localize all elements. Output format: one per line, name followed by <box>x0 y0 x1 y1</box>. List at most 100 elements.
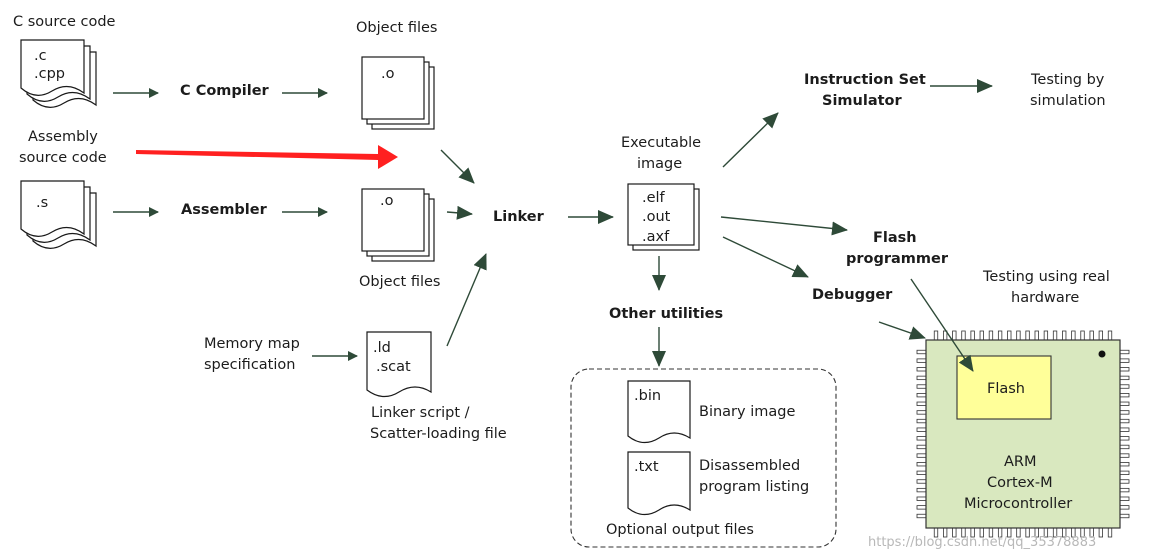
chip-pin <box>916 496 927 501</box>
chip-pin <box>916 393 927 398</box>
chip-pin <box>1080 330 1085 341</box>
binary-image-label: Binary image <box>699 404 795 420</box>
chip-pin <box>916 349 927 355</box>
chip-pin1-dot <box>1098 350 1106 358</box>
memory-map-label-1: Memory map <box>204 336 300 352</box>
memory-map-label-2: specification <box>204 357 295 373</box>
testing-simulation-label-2: simulation <box>1030 93 1106 109</box>
executable-document-icon <box>627 183 700 251</box>
linker-label: Linker <box>493 209 545 225</box>
other-utilities-label: Other utilities <box>609 306 723 322</box>
disassembled-label-1: Disassembled <box>699 458 800 474</box>
cpp-extension: .cpp <box>34 66 65 82</box>
chip-pin <box>916 358 927 363</box>
chip-pins <box>916 330 1130 538</box>
arrow-image-to-debugger <box>722 236 809 278</box>
chip-pin <box>1071 330 1076 341</box>
chip-pin <box>997 330 1003 341</box>
axf-extension: .axf <box>642 229 670 245</box>
chip-pin <box>961 330 966 341</box>
chip-pin <box>1119 418 1130 424</box>
arrow-script-to-linker <box>446 253 487 347</box>
optional-output-box <box>570 368 837 548</box>
ld-extension: .ld <box>373 340 391 356</box>
chip-pin <box>1119 487 1130 493</box>
chip-pin <box>1119 401 1130 406</box>
arm-label-1: ARM <box>1004 454 1037 470</box>
chip-pin <box>916 401 927 406</box>
chip-pin <box>1098 330 1103 341</box>
c-compiler-label: C Compiler <box>180 83 270 99</box>
scat-extension: .scat <box>376 359 411 375</box>
linker-script-document-icon <box>366 331 432 398</box>
chip-pin <box>970 330 975 341</box>
chip-pin <box>916 444 927 450</box>
object-files-top-label: Object files <box>356 20 437 36</box>
arrow-object-top-to-linker <box>440 149 475 184</box>
chip-pin <box>916 462 927 467</box>
object-files-bottom-label: Object files <box>359 274 440 290</box>
debugger-label: Debugger <box>812 287 893 303</box>
arm-label-3: Microcontroller <box>964 496 1072 512</box>
chip-pin <box>916 375 927 381</box>
chip-pin <box>1119 444 1130 450</box>
assembly-source-label-1: Assembly <box>28 129 98 145</box>
arrow-flash-programmer-to-flash <box>910 278 974 372</box>
chip-pin <box>916 479 927 484</box>
chip-pin <box>1007 330 1012 341</box>
arrow-image-to-simulator <box>722 112 779 168</box>
highlight-arrow <box>136 145 398 169</box>
chip-pin <box>916 367 927 372</box>
optional-output-label: Optional output files <box>606 522 754 538</box>
testing-hardware-label-1: Testing using real <box>982 269 1110 285</box>
chip-pin <box>1089 330 1094 341</box>
chip-pin <box>1119 393 1130 398</box>
arrow-debugger-to-chip <box>878 321 926 340</box>
elf-extension: .elf <box>642 190 666 206</box>
iss-label-1: Instruction Set <box>804 72 926 88</box>
chip-pin <box>916 470 927 475</box>
chip-pin <box>1016 330 1021 341</box>
disassembled-label-2: program listing <box>699 479 809 495</box>
flash-programmer-label-1: Flash <box>873 230 917 246</box>
arm-label-2: Cortex-M <box>987 475 1053 491</box>
chip-pin <box>1119 462 1130 467</box>
chip-pin <box>979 330 984 341</box>
linker-script-label-2: Scatter-loading file <box>370 426 507 442</box>
chip-pin <box>1119 513 1130 519</box>
chip-pin <box>988 330 994 341</box>
assembly-document-icon <box>20 180 97 249</box>
out-extension: .out <box>642 209 671 225</box>
chip-pin <box>933 330 939 341</box>
chip-pin <box>1119 479 1130 484</box>
chip-pin <box>1043 330 1049 341</box>
chip-pin <box>1107 527 1113 538</box>
watermark: https://blog.csdn.net/qq_35378883 <box>868 535 1096 550</box>
bin-document-icon <box>627 380 691 444</box>
chip-pin <box>1119 410 1130 415</box>
chip-pin <box>1119 367 1130 372</box>
testing-simulation-label-1: Testing by <box>1030 72 1105 88</box>
chip-pin <box>1119 436 1130 441</box>
chip-pin <box>1119 375 1130 381</box>
iss-label-2: Simulator <box>822 93 902 109</box>
chip-pin <box>1119 427 1130 432</box>
txt-document-icon <box>627 451 691 516</box>
chip-pin <box>916 418 927 424</box>
linker-script-label-1: Linker script / <box>371 405 470 421</box>
chip-pin <box>1119 384 1130 389</box>
chip-pin <box>916 513 927 519</box>
c-source-document-icon <box>20 39 97 108</box>
o-extension-bottom: .o <box>380 193 394 209</box>
flash-programmer-label-2: programmer <box>846 251 949 267</box>
arrow-image-to-flash-programmer <box>720 216 848 236</box>
assembly-source-label-2: source code <box>19 150 107 166</box>
chip-pin <box>916 427 927 432</box>
chip-pin <box>916 487 927 493</box>
s-extension: .s <box>36 195 48 211</box>
executable-image-label-1: Executable <box>621 135 701 151</box>
bin-extension: .bin <box>634 388 661 404</box>
executable-image-label-2: image <box>637 156 682 172</box>
chip-pin <box>1119 496 1130 501</box>
